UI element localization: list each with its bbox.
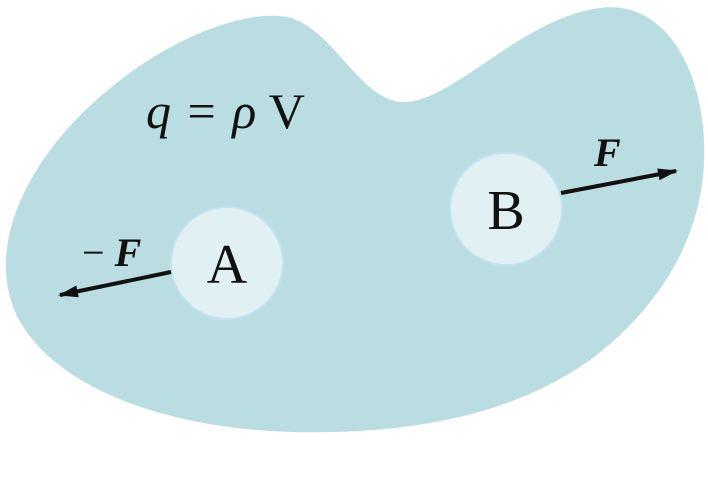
formula-rho: ρ: [230, 83, 256, 139]
sphere-a-label: A: [207, 234, 248, 296]
sphere-b-label: B: [487, 180, 524, 242]
sphere-b: B: [449, 152, 563, 266]
sphere-a: A: [170, 206, 284, 320]
force-label-a-f: F: [114, 230, 142, 275]
formula-volume: V: [269, 83, 305, 139]
force-label-a: − F: [82, 230, 142, 275]
formula-equals: =: [188, 83, 216, 139]
charge-formula: q = ρ V: [146, 83, 305, 139]
force-arrow-a: [58, 270, 172, 298]
force-label-a-minus: −: [82, 230, 105, 275]
force-arrow-b: [560, 168, 678, 195]
charge-region: [5, 7, 705, 433]
sphere-a-circle: [170, 206, 284, 320]
formula-q: q: [146, 83, 171, 139]
force-label-b: F: [593, 130, 621, 175]
sphere-b-circle: [449, 152, 563, 266]
